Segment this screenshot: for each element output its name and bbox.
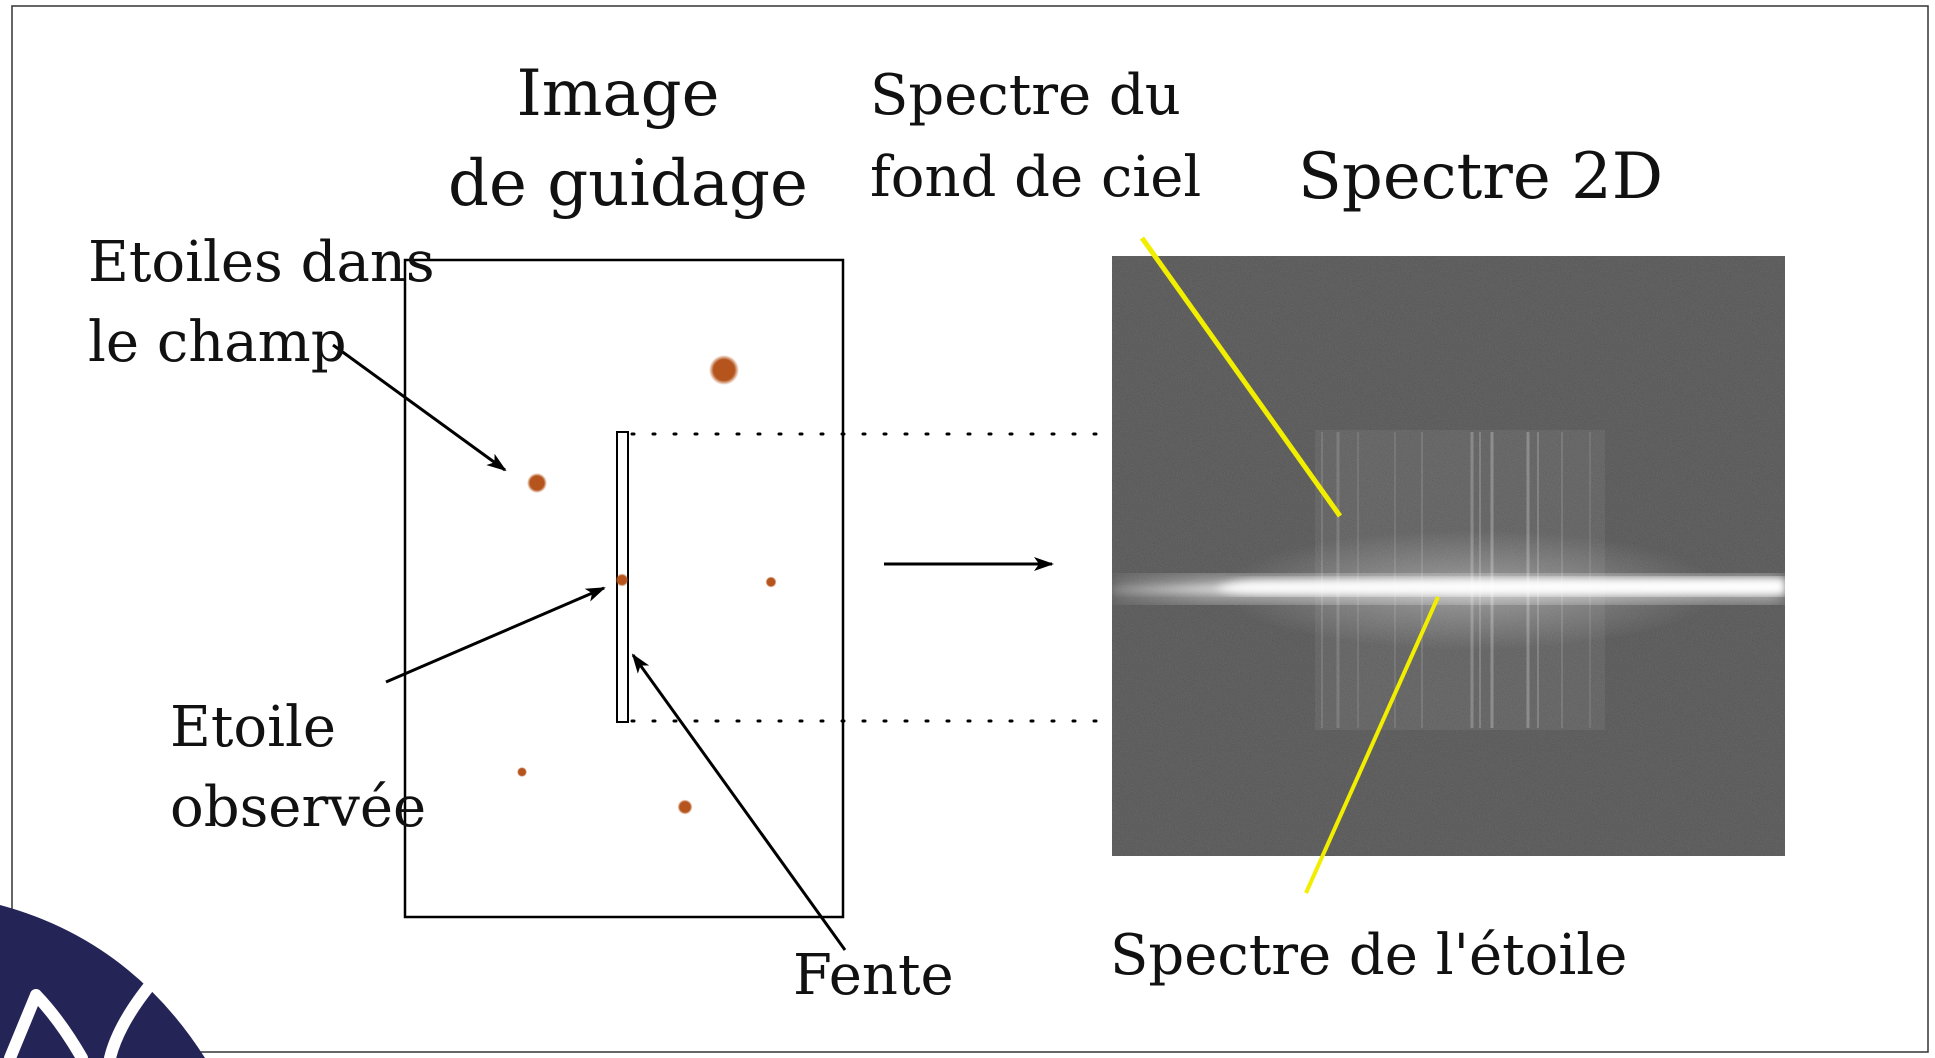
field-stars-label-line1: Etoiles dans xyxy=(88,230,435,295)
star-spectrum-label: Spectre de l'étoile xyxy=(1110,923,1628,988)
page-frame xyxy=(11,5,1929,1053)
guidance-title-line2: de guidage xyxy=(448,147,808,221)
spectrum-2d-title: Spectre 2D xyxy=(1298,140,1664,214)
target-star xyxy=(615,573,629,587)
field-star xyxy=(527,473,547,493)
slit-label: Fente xyxy=(793,943,954,1008)
star-spectrum-pointer xyxy=(1304,596,1440,894)
spectrum-2d-image xyxy=(1112,256,1785,856)
sky-spectrum-title-line2: fond de ciel xyxy=(870,145,1202,210)
guidance-image-frame xyxy=(403,258,845,919)
sky-spectrum-pointer xyxy=(1139,236,1343,518)
field-star xyxy=(709,355,739,385)
guidance-title-line1: Image xyxy=(516,57,720,131)
arrow-to-target-star xyxy=(385,586,606,684)
field-stars-label-line2: le champ xyxy=(88,310,347,375)
field-star xyxy=(765,576,777,588)
field-star xyxy=(677,799,693,815)
arrow-to-field-star xyxy=(332,343,507,472)
field-star xyxy=(517,767,527,777)
sky-spectrum-title-line1: Spectre du xyxy=(870,63,1181,128)
field-stars xyxy=(517,355,777,815)
target-star-label-line2: observée xyxy=(170,775,427,840)
target-star-label-line1: Etoile xyxy=(170,695,337,760)
logo xyxy=(0,905,205,1058)
star-trace xyxy=(1112,578,1785,595)
arrow-to-slit xyxy=(631,653,847,951)
